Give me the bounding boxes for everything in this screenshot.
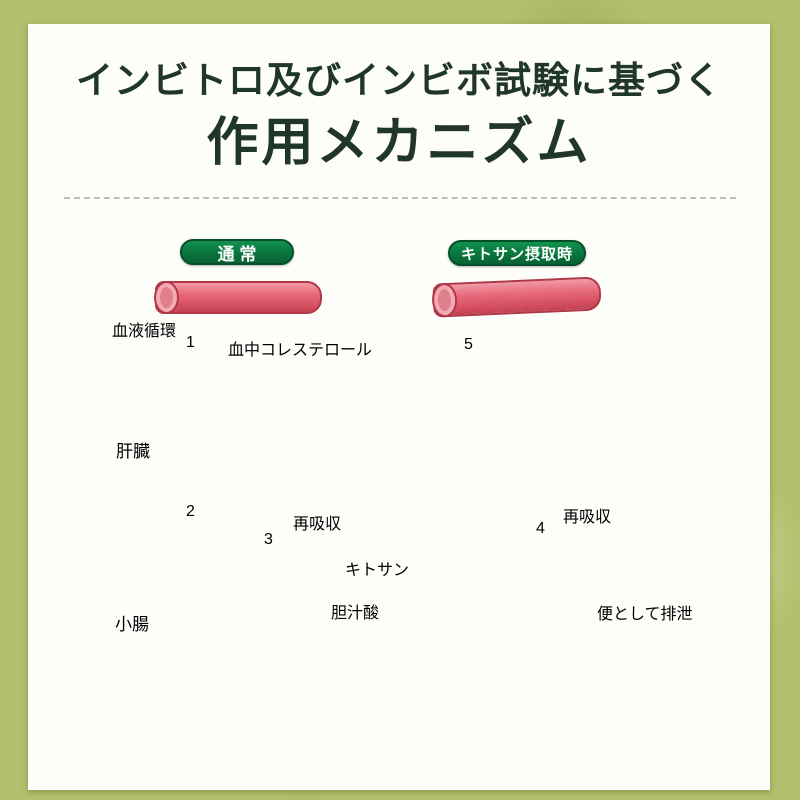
- page-title-main: 作用メカニズム: [206, 115, 592, 172]
- content-card: [28, 24, 770, 790]
- liver-label: 肝臓: [116, 442, 150, 461]
- reabsorption-label-normal: 再吸収: [293, 516, 342, 533]
- chitosan-label: キトサン: [345, 562, 410, 579]
- normal-badge: 通 常: [180, 239, 294, 265]
- excretion-label: 便として排泄: [597, 606, 693, 623]
- bile-acid-dots-label: 胆汁酸: [331, 605, 380, 622]
- dashed-divider: [64, 197, 736, 199]
- vessel-opening: [154, 281, 179, 314]
- step-4-badge: 4: [536, 520, 545, 537]
- step-2-badge: 2: [186, 503, 195, 520]
- blood-vessel-normal: [154, 281, 322, 314]
- page-title-sub: インビトロ及びインビボ試験に基づく: [76, 61, 722, 102]
- intestine-label: 小腸: [115, 615, 149, 634]
- vessel-opening: [431, 282, 458, 318]
- reabsorption-label-chitosan: 再吸収: [563, 509, 612, 526]
- circulation-label: 血液循環: [112, 323, 177, 340]
- step-5-badge: 5: [464, 336, 473, 353]
- step-3-badge: 3: [264, 531, 273, 548]
- blood-cholesterol-label: 血中コレステロール: [228, 342, 373, 359]
- step-1-badge: 1: [186, 334, 195, 351]
- chitosan-badge: キトサン摂取時: [448, 240, 586, 266]
